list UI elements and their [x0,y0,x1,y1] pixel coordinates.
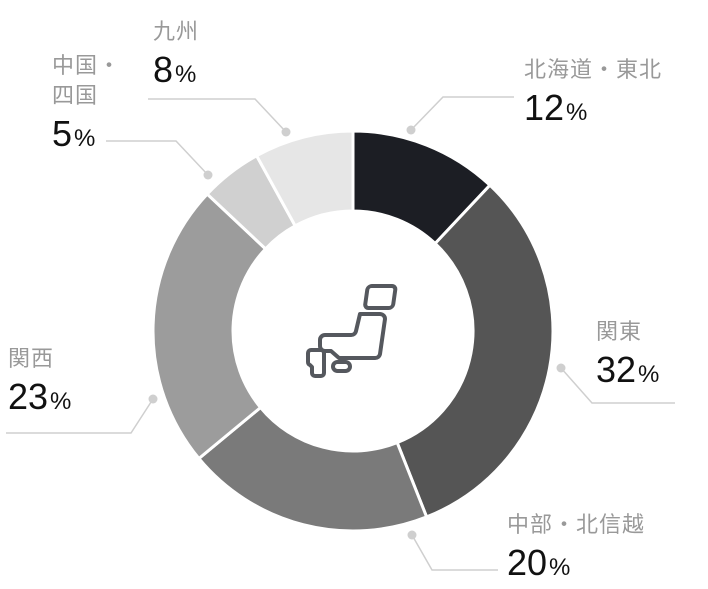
label-name-line1: 中国・ [52,54,122,79]
segment-5 [254,129,355,228]
label-name: 中部・北信越 [507,513,646,538]
leader-line-chubu [411,534,498,571]
label-hokkaido-tohoku: 北海道・東北 12% [524,60,662,126]
label-chubu-hokushinetsu: 中部・北信越 20% [507,515,645,581]
label-value: 23% [8,376,72,417]
leader-lines [6,96,675,571]
label-value: 5% [52,113,96,154]
leader-line-hokkaido [410,96,514,131]
label-value: 8% [153,49,197,90]
label-value: 12% [524,87,588,128]
leader-dots [148,125,566,540]
segment-3 [151,191,268,461]
leader-line-kansai [6,398,154,434]
segment-1 [395,183,555,519]
donut-segments [151,129,555,533]
japan-map-icon [306,284,398,378]
label-kyushu: 九州 8% [153,22,199,88]
segment-2 [196,405,429,533]
leader-line-kyushu [148,98,287,133]
leader-line-chugoku [106,140,209,176]
label-name: 北海道・東北 [524,58,663,83]
label-chugoku-shikoku: 中国・ 四国 5% [52,56,121,152]
label-name: 九州 [153,20,200,45]
label-name: 関西 [8,347,55,372]
label-name-line2: 四国 [52,84,99,109]
leader-line-kanto [560,367,675,404]
label-name: 関東 [596,320,643,345]
label-kansai: 関西 23% [8,349,71,415]
label-value: 32% [596,349,660,390]
label-value: 20% [507,542,571,583]
label-kanto: 関東 32% [596,322,659,388]
